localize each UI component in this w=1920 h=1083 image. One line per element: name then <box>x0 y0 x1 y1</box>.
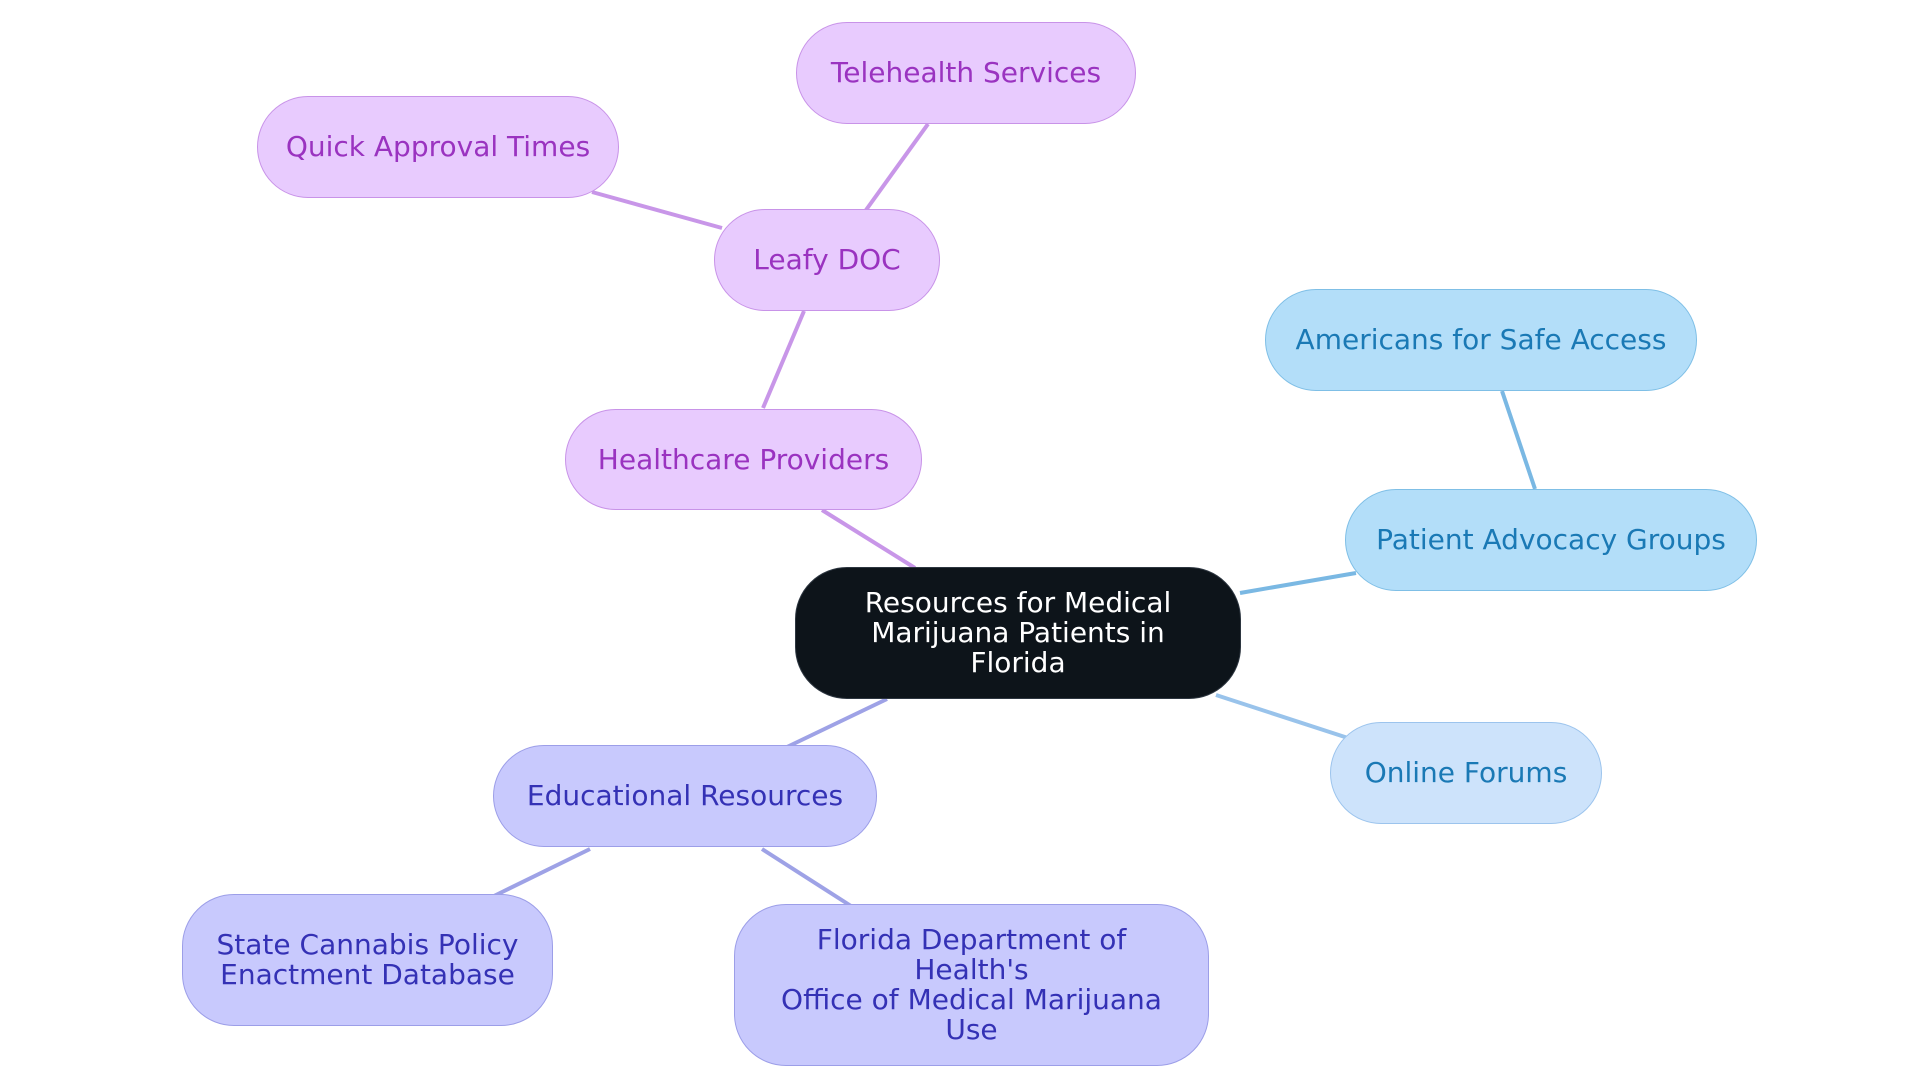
node-healthcare-providers: Healthcare Providers <box>565 409 922 510</box>
node-patient-advocacy-groups: Patient Advocacy Groups <box>1345 489 1757 591</box>
node-online-forums: Online Forums <box>1330 722 1602 824</box>
edge-advocacy-asa <box>1500 390 1537 490</box>
edge-educational-state-cannabis <box>493 847 591 898</box>
node-state-cannabis-policy: State Cannabis Policy Enactment Database <box>182 894 553 1026</box>
edge-healthcare-leafy-doc <box>761 310 806 409</box>
edge-educational-florida-doh <box>760 847 853 908</box>
edge-root-online-forums <box>1215 693 1349 740</box>
node-leafy-doc: Leafy DOC <box>714 209 940 311</box>
root-node: Resources for Medical Marijuana Patients… <box>795 567 1241 699</box>
edge-root-healthcare-providers <box>820 508 917 570</box>
node-florida-doh-ommu: Florida Department of Health's Office of… <box>734 904 1209 1066</box>
edge-leafy-quick-approval <box>591 190 723 230</box>
node-educational-resources: Educational Resources <box>493 745 877 847</box>
edge-root-patient-advocacy <box>1239 571 1357 595</box>
node-quick-approval-times: Quick Approval Times <box>257 96 619 198</box>
node-telehealth-services: Telehealth Services <box>796 22 1136 124</box>
edge-root-educational <box>786 697 888 749</box>
node-americans-for-safe-access: Americans for Safe Access <box>1265 289 1697 391</box>
edge-leafy-telehealth <box>864 122 930 212</box>
